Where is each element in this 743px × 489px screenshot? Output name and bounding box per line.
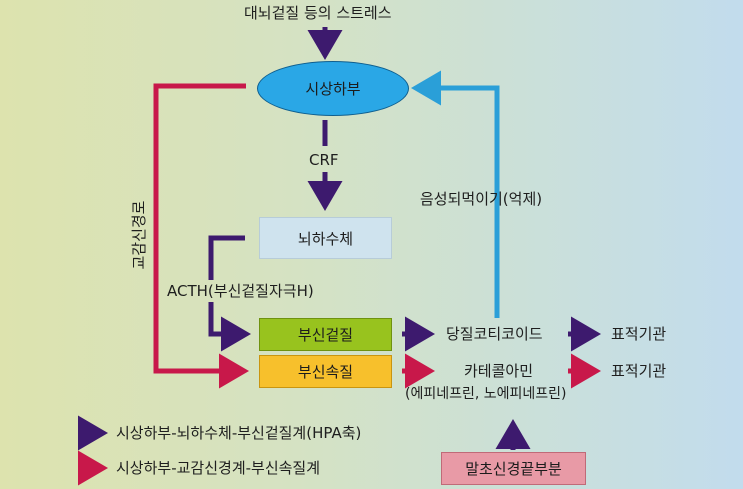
nerve-ending-node: 말초신경끝부분 [441, 452, 586, 485]
pituitary-node: 뇌하수체 [259, 217, 392, 259]
adrenal-cortex-label: 부신겉질 [297, 326, 354, 344]
catecholamine-label: 카테콜아민 [464, 362, 534, 380]
legend-hpa-label: 시상하부-뇌하수체-부신겉질계(HPA축) [116, 424, 362, 442]
arrow-sympathetic-pathway [153, 83, 249, 389]
stress-label: 대뇌겉질 등의 스트레스 [244, 4, 392, 22]
nerve-ending-label: 말초신경끝부분 [465, 460, 562, 478]
glucocorticoid-label: 당질코티코이드 [446, 325, 543, 343]
hypothalamus-label: 시상하부 [305, 80, 361, 98]
target-organ-label-1: 표적기관 [611, 325, 667, 343]
adrenal-medulla-node: 부신속질 [259, 355, 392, 388]
acth-label: ACTH(부신겉질자극H) [167, 282, 314, 300]
adrenal-cortex-node: 부신겉질 [259, 318, 392, 351]
hypothalamus-node: 시상하부 [257, 61, 409, 116]
arrow-negative-feedback [411, 70, 500, 318]
negative-feedback-label: 음성되먹이기(억제) [420, 190, 543, 208]
pituitary-label: 뇌하수체 [297, 229, 354, 248]
line-pituitary-to-acth [208, 235, 245, 280]
target-organ-label-2: 표적기관 [611, 362, 667, 380]
crf-label: CRF [309, 151, 339, 169]
legend-sam-label: 시상하부-교감신경계-부신속질계 [116, 459, 321, 477]
catecholamine-sub-label: (에피네프린, 노에피네프린) [405, 386, 567, 402]
arrow-acth-to-cortex [208, 302, 251, 352]
sympathetic-pathway-label: 교감신경로 [130, 200, 148, 270]
adrenal-medulla-label: 부신속질 [297, 363, 354, 381]
